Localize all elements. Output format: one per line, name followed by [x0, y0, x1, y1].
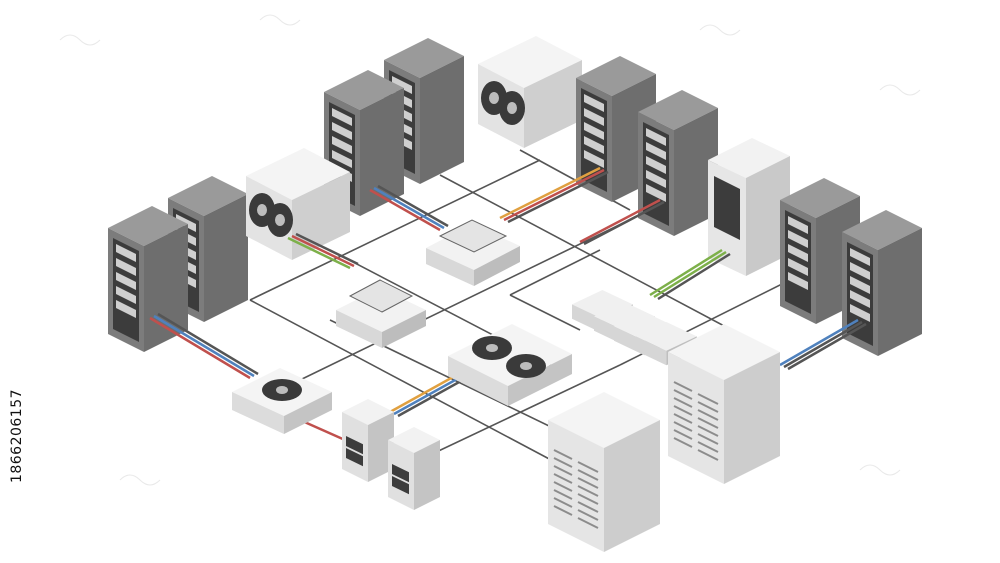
server-rack-icon [638, 90, 718, 236]
stock-id-label: 1866206157 [4, 316, 30, 556]
power-cables [149, 166, 867, 442]
air-conditioner-icon [667, 323, 781, 485]
battery-module-icon [342, 399, 394, 482]
battery-module-icon [388, 427, 440, 510]
air-conditioner-icon [547, 391, 661, 553]
stock-id-text: 1866206157 [9, 388, 25, 484]
circuit-board-icon [426, 219, 520, 286]
cooling-fan-unit-icon [232, 368, 332, 434]
server-rack-icon [842, 210, 922, 356]
cooling-fan-unit-icon [448, 324, 572, 406]
cooling-fan-unit-icon [478, 36, 582, 148]
control-cabinet-icon [708, 138, 790, 276]
circuit-board-icon [336, 279, 426, 348]
